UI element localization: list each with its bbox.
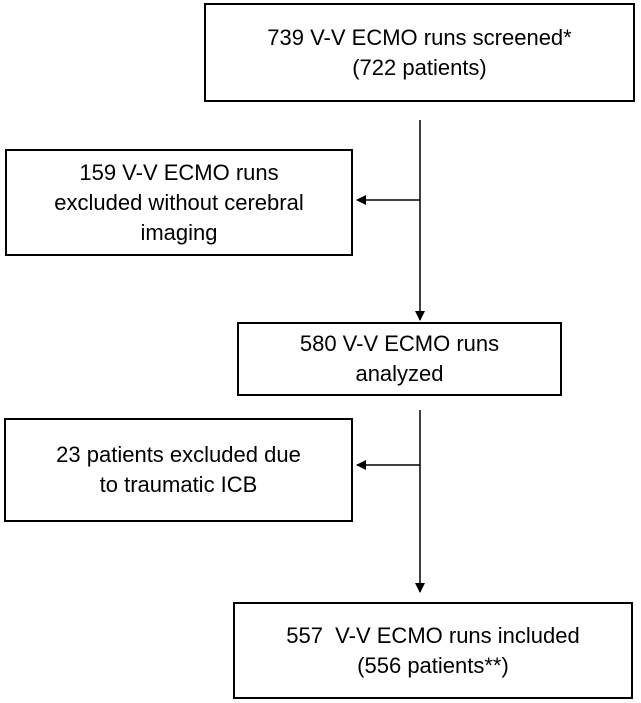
box-excluded-traumatic-icb-line2: to traumatic ICB xyxy=(99,472,258,497)
box-runs-screened: 739 V-V ECMO runs screened* (722 patient… xyxy=(204,3,635,102)
box-runs-included-line1: 557 V-V ECMO runs included xyxy=(286,622,580,648)
box-excluded-traumatic-icb: 23 patients excluded due to traumatic IC… xyxy=(4,418,353,522)
box-excluded-traumatic-icb-line1: 23 patients excluded due xyxy=(56,442,301,467)
box-runs-included: 557 V-V ECMO runs included (556 patients… xyxy=(233,602,633,699)
box-excluded-no-imaging-line3: imaging xyxy=(140,219,218,245)
box-excluded-no-imaging-line2: excluded without cerebral xyxy=(54,189,304,215)
box-runs-analyzed: 580 V-V ECMO runs analyzed xyxy=(237,322,562,396)
box-runs-screened-line2: (722 patients) xyxy=(352,54,487,80)
box-excluded-no-imaging: 159 V-V ECMO runs excluded without cereb… xyxy=(5,149,353,256)
box-runs-analyzed-line2: analyzed xyxy=(355,361,444,386)
box-runs-included-line2: (556 patients**) xyxy=(357,652,509,678)
box-runs-screened-line1: 739 V-V ECMO runs screened* xyxy=(267,24,572,50)
box-excluded-no-imaging-line1: 159 V-V ECMO runs xyxy=(79,159,279,185)
box-runs-analyzed-line1: 580 V-V ECMO runs xyxy=(299,331,500,356)
